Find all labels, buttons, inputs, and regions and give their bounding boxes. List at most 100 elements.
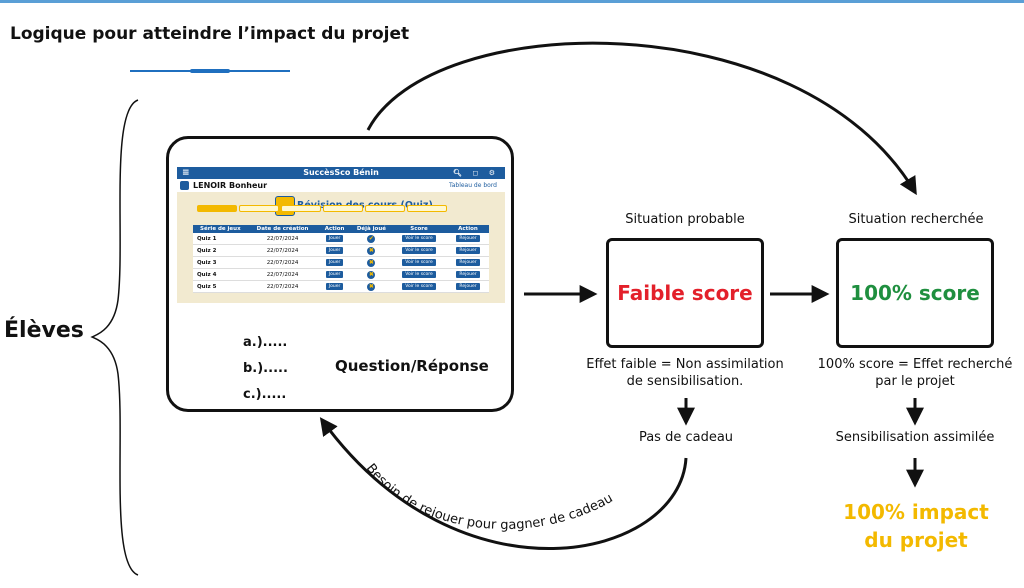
impact-line1: 100% impact — [843, 500, 989, 524]
played-cell: ✖ — [351, 280, 392, 293]
played-cell: ✖ — [351, 244, 392, 257]
sensibilisation-assimilee: Sensibilisation assimilée — [835, 430, 995, 445]
col-header: Date de création — [247, 225, 318, 233]
played-cell: ✔ — [351, 233, 392, 245]
top-accent-line — [0, 0, 1024, 3]
view-score-button[interactable]: Voir le score — [402, 283, 436, 290]
loop-text: Besoin de rejouer pour gagner de cadeau — [363, 461, 616, 533]
view-score-button[interactable]: Voir le score — [402, 235, 436, 242]
quiz-tab[interactable] — [239, 205, 279, 212]
quiz-date: 22/07/2024 — [247, 233, 318, 245]
replay-button[interactable]: Rejouer — [456, 247, 480, 254]
view-score-button[interactable]: Voir le score — [402, 247, 436, 254]
quiz-date: 22/07/2024 — [247, 256, 318, 269]
cross-icon: ✖ — [367, 246, 376, 255]
loop-text-path: Besoin de rejouer pour gagner de cadeau — [363, 461, 616, 533]
probable-effect-line2: de sensibilisation. — [626, 374, 744, 389]
recherchee-effect-line1: 100% score = Effet recherché — [817, 357, 1013, 372]
eleves-brace — [90, 99, 139, 576]
probable-effect: Effet faible = Non assimilation de sensi… — [570, 356, 800, 390]
app-screenshot: ≡ SuccèsSco Bénin 🔍︎ ◻ ⚙ LENOIR Bonheur … — [177, 167, 505, 303]
play-cell: Jouer — [317, 280, 352, 293]
col-header: Déjà joué — [351, 225, 392, 233]
quiz-tab[interactable] — [407, 205, 447, 212]
quiz-tab[interactable] — [323, 205, 363, 212]
played-cell: ✖ — [351, 268, 392, 281]
play-button[interactable]: Jouer — [325, 271, 344, 278]
play-button[interactable]: Jouer — [325, 247, 344, 254]
quiz-name: Quiz 4 — [193, 268, 248, 281]
play-cell: Jouer — [317, 244, 352, 257]
app-name: SuccèsSco Bénin — [303, 168, 379, 177]
replay-cell: Rejouer — [447, 280, 489, 293]
quiz-name: Quiz 3 — [193, 256, 248, 269]
option-a: a.)..... — [243, 335, 288, 350]
view-score-button[interactable]: Voir le score — [402, 271, 436, 278]
cross-icon: ✖ — [367, 270, 376, 279]
question-reponse-label: Question/Réponse — [335, 357, 489, 375]
play-button[interactable]: Jouer — [325, 283, 344, 290]
title-underline — [130, 69, 290, 73]
quiz-title: Révision des cours (Quiz) — [297, 200, 433, 211]
quiz-date: 22/07/2024 — [247, 268, 318, 281]
cross-icon: ✖ — [367, 258, 376, 267]
cross-icon: ✖ — [367, 282, 376, 291]
quiz-name: Quiz 1 — [193, 233, 248, 245]
recherchee-effect-line2: par le projet — [875, 374, 955, 389]
quiz-tabs — [197, 197, 483, 212]
probable-heading: Situation probable — [625, 212, 745, 227]
score-cell: Voir le score — [391, 233, 447, 245]
option-c: c.)..... — [243, 387, 287, 402]
replay-button[interactable]: Rejouer — [456, 259, 480, 266]
score-cell: Voir le score — [391, 256, 447, 269]
quiz-tab[interactable] — [365, 205, 405, 212]
menu-icon[interactable]: ≡ — [182, 168, 190, 178]
header-icons: 🔍︎ ◻ ⚙ — [453, 169, 499, 177]
col-header: Série de jeux — [193, 225, 248, 233]
play-cell: Jouer — [317, 256, 352, 269]
replay-button[interactable]: Rejouer — [456, 235, 480, 242]
check-icon: ✔ — [367, 234, 376, 243]
replay-button[interactable]: Rejouer — [456, 283, 480, 290]
probable-effect-line1: Effet faible = Non assimilation — [586, 357, 784, 372]
avatar-icon — [180, 181, 189, 190]
quiz-date: 22/07/2024 — [247, 244, 318, 257]
loop-arc-arrow — [319, 417, 688, 550]
quiz-card: ≡ SuccèsSco Bénin 🔍︎ ◻ ⚙ LENOIR Bonheur … — [166, 136, 514, 412]
recherchee-heading: Situation recherchée — [848, 212, 984, 227]
play-button[interactable]: Jouer — [325, 259, 344, 266]
played-cell: ✖ — [351, 256, 392, 269]
dashboard-link[interactable]: Tableau de bord — [449, 182, 497, 189]
quiz-tab[interactable] — [281, 205, 321, 212]
col-header: Action — [447, 225, 489, 233]
top-arc-arrow — [366, 41, 917, 196]
impact-label: 100% impact du projet — [826, 498, 1006, 554]
view-score-button[interactable]: Voir le score — [402, 259, 436, 266]
replay-cell: Rejouer — [447, 256, 489, 269]
option-b: b.)..... — [243, 361, 288, 376]
quiz-date: 22/07/2024 — [247, 280, 318, 293]
user-name: LENOIR Bonheur — [193, 181, 268, 190]
eleves-label: Élèves — [4, 318, 84, 343]
quiz-name: Quiz 2 — [193, 244, 248, 257]
play-button[interactable]: Jouer — [325, 235, 344, 242]
replay-cell: Rejouer — [447, 233, 489, 245]
score-cell: Voir le score — [391, 268, 447, 281]
replay-button[interactable]: Rejouer — [456, 271, 480, 278]
play-cell: Jouer — [317, 233, 352, 245]
quiz-name: Quiz 5 — [193, 280, 248, 293]
quiz-table: Série de jeux Date de création Action Dé… — [193, 225, 489, 293]
col-header: Action — [317, 225, 352, 233]
recherchee-effect: 100% score = Effet recherché par le proj… — [800, 356, 1024, 390]
quiz-tab[interactable] — [197, 205, 237, 212]
pas-de-cadeau: Pas de cadeau — [638, 430, 734, 445]
impact-line2: du projet — [864, 528, 968, 552]
app-header: ≡ SuccèsSco Bénin 🔍︎ ◻ ⚙ — [177, 167, 505, 179]
replay-cell: Rejouer — [447, 268, 489, 281]
full-score-box: 100% score — [836, 238, 994, 348]
replay-cell: Rejouer — [447, 244, 489, 257]
